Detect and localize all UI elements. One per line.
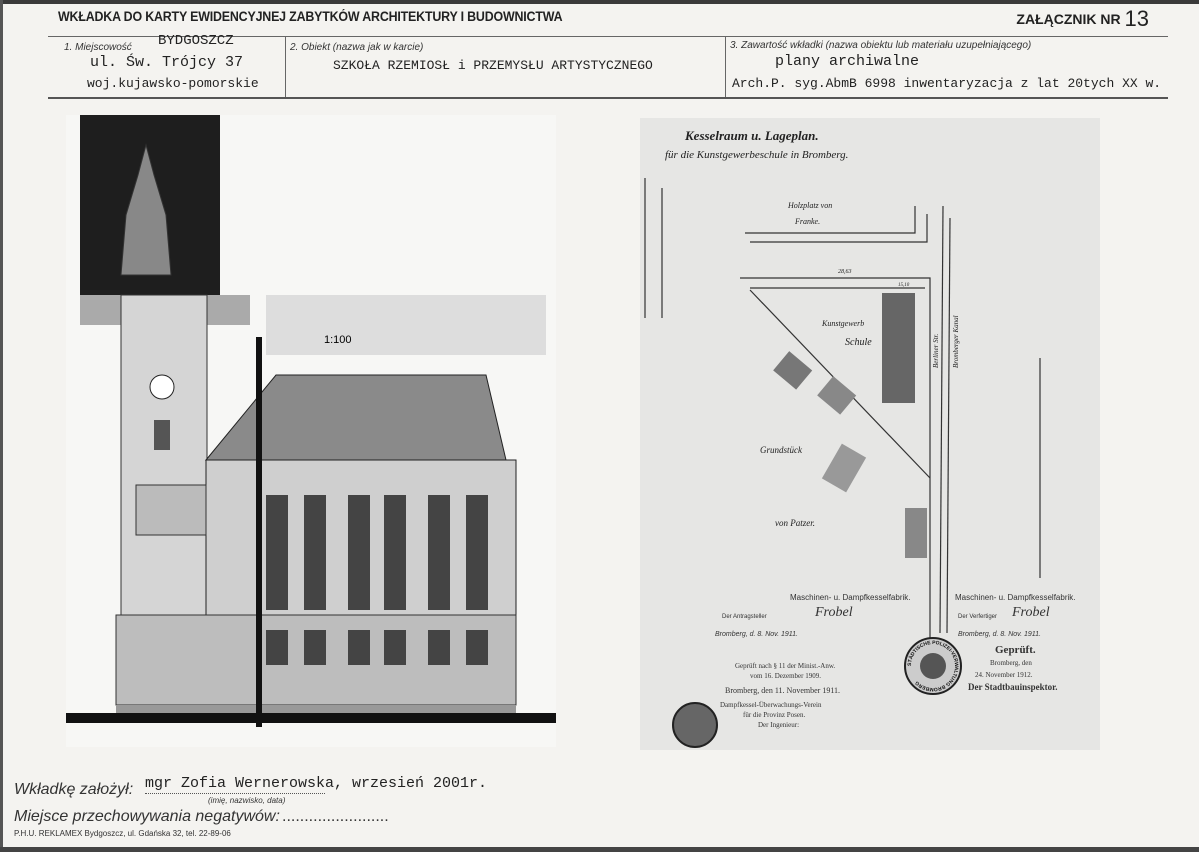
content-label: 3. Zawartość wkładki (nazwa obiektu lub … bbox=[730, 40, 1032, 51]
scan-edge-bottom bbox=[0, 847, 1199, 852]
approval-text: 24. November 1912. bbox=[975, 671, 1033, 679]
facade-elevation-image: 1:100 bbox=[66, 115, 556, 747]
locality-label: 1. Miejscowość bbox=[64, 42, 132, 53]
applicant-signature: Frobel bbox=[814, 605, 853, 620]
maker-date: Bromberg, d. 8. Nov. 1911. bbox=[958, 631, 1041, 638]
locality-city: BYDGOSZCZ bbox=[158, 33, 234, 49]
approval-text: Der Ingenieur: bbox=[758, 721, 799, 729]
applicant-date: Bromberg, d. 8. Nov. 1911. bbox=[715, 631, 798, 638]
founder-value: mgr Zofia Wernerowska, wrzesień 2001r. bbox=[145, 775, 488, 792]
printer-info: P.H.U. REKLAMEX Bydgoszcz, ul. Gdańska 3… bbox=[14, 829, 231, 838]
eagle-emblem-icon bbox=[920, 653, 946, 679]
approval-text: Geprüft nach § 11 der Minist.-Anw. bbox=[735, 662, 835, 670]
divider bbox=[725, 37, 726, 97]
plan-title: Kesselraum u. Lageplan. bbox=[684, 128, 819, 143]
founder-label: Wkładkę założył: bbox=[14, 781, 134, 798]
negatives-dots: ........................ bbox=[282, 808, 389, 825]
approval-text: Der Stadtbauinspektor. bbox=[968, 682, 1058, 692]
plan-label: Franke. bbox=[794, 217, 820, 226]
approval-text: für die Provinz Posen. bbox=[743, 711, 805, 719]
applicant-role: Der Antragsteller bbox=[722, 614, 767, 620]
content-line-2: Arch.P. syg.AbmB 6998 inwentaryzacja z l… bbox=[732, 76, 1162, 91]
site-plan-image: Kesselraum u. Lageplan. für die Kunstgew… bbox=[640, 118, 1100, 750]
locality-street: ul. Św. Trójcy 37 bbox=[90, 54, 244, 71]
locality-region: woj.kujawsko-pomorskie bbox=[87, 76, 259, 91]
scale-label: 1:100 bbox=[324, 334, 352, 346]
plan-label: von Patzer. bbox=[775, 518, 815, 528]
plan-dimension: 28,63 bbox=[838, 269, 852, 275]
approval-text: Bromberg, den 11. November 1911. bbox=[725, 686, 840, 695]
negatives-label: Miejsce przechowywania negatywów: bbox=[14, 808, 280, 825]
plan-label: Bromberger Kanal bbox=[952, 315, 960, 368]
company-right: Maschinen- u. Dampfkesselfabrik. bbox=[955, 593, 1076, 602]
divider bbox=[48, 97, 1168, 99]
scan-edge-left bbox=[0, 0, 3, 852]
plan-dimension: 15,10 bbox=[898, 283, 910, 288]
form-title: WKŁADKA DO KARTY EWIDENCYJNEJ ZABYTKÓW A… bbox=[58, 9, 563, 24]
annex-label: ZAŁĄCZNIK NR bbox=[1016, 11, 1121, 27]
plan-label: Berliner Str. bbox=[932, 334, 940, 368]
approval-text: Bromberg, den bbox=[990, 659, 1032, 667]
object-value: SZKOŁA RZEMIOSŁ i PRZEMYSŁU ARTYSTYCZNEG… bbox=[333, 58, 653, 73]
object-label: 2. Obiekt (nazwa jak w karcie) bbox=[290, 42, 424, 53]
seal-stamp bbox=[672, 702, 718, 748]
site-plan-drawing: Kesselraum u. Lageplan. für die Kunstgew… bbox=[644, 128, 1076, 748]
approval-text: Dampfkessel-Überwachungs-Verein bbox=[720, 701, 822, 709]
approval-text: Geprüft. bbox=[995, 644, 1036, 656]
annex-number: ZAŁĄCZNIK NR 13 bbox=[1016, 6, 1149, 32]
content-line-1: plany archiwalne bbox=[775, 53, 920, 70]
maker-signature: Frobel bbox=[1011, 605, 1050, 620]
company-left: Maschinen- u. Dampfkesselfabrik. bbox=[790, 593, 911, 602]
divider bbox=[285, 37, 286, 97]
plan-subtitle: für die Kunstgewerbeschule in Bromberg. bbox=[665, 149, 848, 161]
plan-label: Schule bbox=[845, 337, 872, 348]
scan-edge-top bbox=[0, 0, 1199, 4]
facade-drawing: 1:100 bbox=[66, 115, 556, 727]
founder-dotted-line bbox=[145, 793, 325, 794]
plan-label: Holzplatz von bbox=[787, 201, 832, 210]
divider bbox=[48, 36, 1168, 37]
plan-label: Kunstgewerb bbox=[821, 319, 864, 328]
approval-text: vom 16. Dezember 1909. bbox=[750, 672, 821, 680]
founder-hint: (imię, nazwisko, data) bbox=[208, 796, 286, 805]
annex-value: 13 bbox=[1124, 6, 1149, 31]
plan-label: Grundstück bbox=[760, 445, 803, 455]
maker-role: Der Verfertiger bbox=[958, 614, 997, 620]
